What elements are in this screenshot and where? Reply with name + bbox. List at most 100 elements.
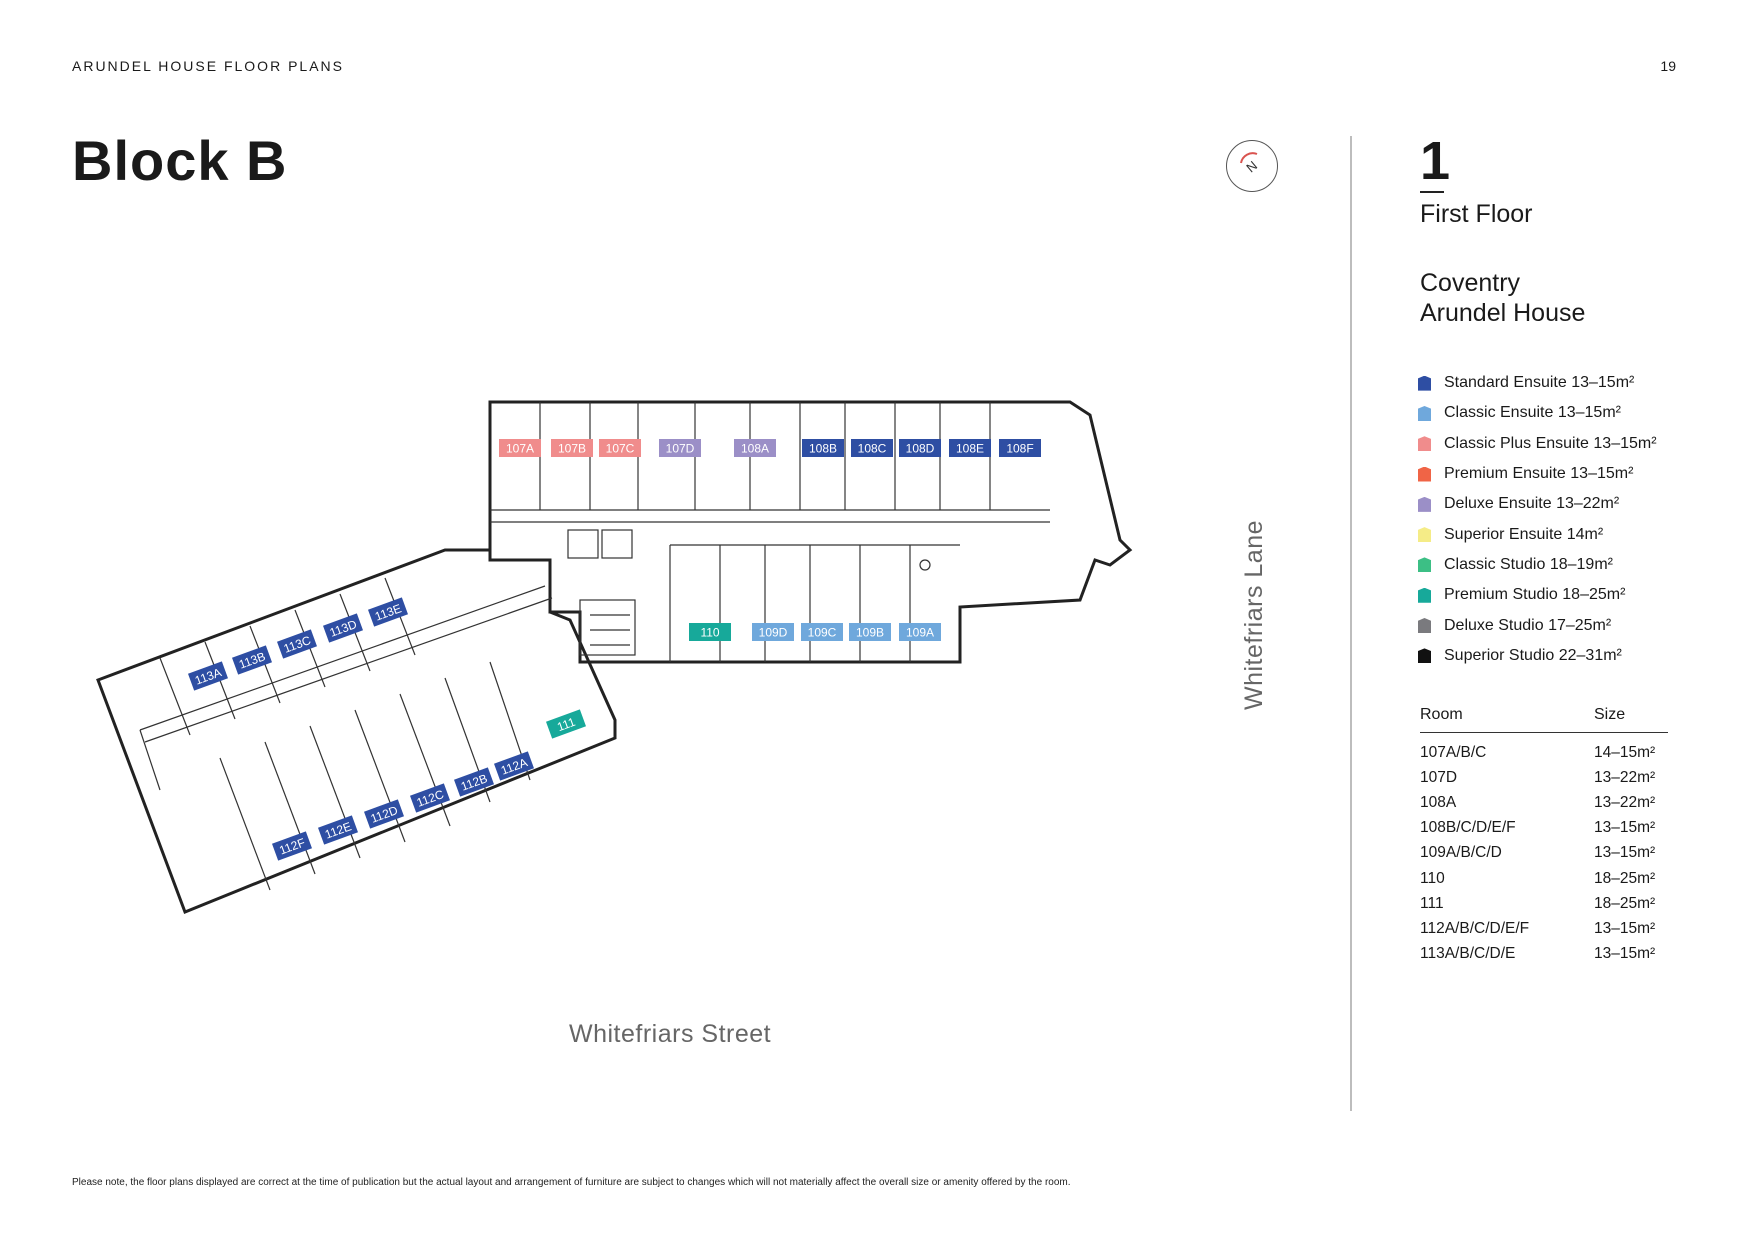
room-label-background — [899, 623, 941, 641]
table-cell-room: 107A/B/C — [1420, 743, 1487, 761]
compass-label: N — [1243, 158, 1260, 176]
table-cell-size: 13–15m² — [1594, 945, 1656, 963]
plan-outline-wing — [96, 548, 617, 914]
room-label: 107D — [659, 439, 701, 457]
room-label-background — [277, 629, 317, 659]
block-title: Block B — [72, 129, 288, 192]
room-label-background — [232, 645, 272, 675]
room-label-text: 108D — [906, 442, 935, 456]
legend-swatch-icon — [1418, 436, 1431, 452]
room-label: 113E — [368, 597, 408, 627]
room-label-background — [499, 439, 541, 457]
room-label-background — [802, 439, 844, 457]
table-cell-size: 18–25m² — [1594, 894, 1656, 912]
room-label-background — [551, 439, 593, 457]
room-label-text: 109B — [856, 626, 884, 640]
room-label: 108A — [734, 439, 776, 457]
column-header-room: Room — [1420, 706, 1463, 723]
room-label: 109D — [752, 623, 794, 641]
legend-item: Deluxe Ensuite 13–22m² — [1418, 489, 1657, 519]
room-label: 107B — [551, 439, 593, 457]
room-label: 113C — [277, 629, 317, 659]
legend-swatch-icon — [1418, 648, 1431, 664]
room-label: 109A — [899, 623, 941, 641]
floor-number: 1 — [1420, 131, 1451, 191]
legend-item: Classic Ensuite 13–15m² — [1418, 398, 1657, 428]
legend-swatch-icon — [1418, 618, 1431, 634]
table-row: 112A/B/C/D/E/F 13–15m² — [1420, 916, 1668, 941]
room-label-background — [801, 623, 843, 641]
floor-number-underline — [1420, 191, 1444, 193]
legend-swatch-icon — [1418, 557, 1431, 573]
building-city: Coventry — [1420, 269, 1521, 297]
room-label-background — [410, 783, 450, 813]
document-header-title: ARUNDEL HOUSE FLOOR PLANS — [72, 58, 344, 74]
column-header-size: Size — [1594, 706, 1626, 723]
table-cell-room: 113A/B/C/D/E — [1420, 945, 1516, 963]
legend-item: Premium Studio 18–25m² — [1418, 580, 1657, 610]
room-label: 107C — [599, 439, 641, 457]
legend-label: Deluxe Ensuite 13–22m² — [1444, 495, 1620, 513]
floor-plan: 107A 107B 107C 107D 108A 108B 108C 108D 108E 108F… — [96, 400, 1133, 914]
room-label-background — [599, 439, 641, 457]
table-row: 113A/B/C/D/E 13–15m² — [1420, 942, 1668, 967]
legend-label: Premium Studio 18–25m² — [1444, 586, 1626, 604]
room-label-background — [899, 439, 941, 457]
room-label: 112C — [410, 783, 450, 813]
room-label: 112D — [364, 799, 404, 829]
room-label: 112B — [454, 767, 494, 797]
room-label-background — [689, 623, 731, 641]
table-cell-room: 108B/C/D/E/F — [1420, 819, 1516, 837]
room-label-background — [364, 799, 404, 829]
room-label-text: 108B — [809, 442, 837, 456]
table-cell-size: 13–15m² — [1594, 819, 1656, 837]
room-label-background — [454, 767, 494, 797]
room-label: 112F — [272, 831, 312, 861]
room-label: 108F — [999, 439, 1041, 457]
room-label: 113B — [232, 645, 272, 675]
room-label: 110 — [689, 623, 731, 641]
table-cell-room: 111 — [1420, 894, 1444, 912]
legend-item: Superior Ensuite 14m² — [1418, 519, 1657, 549]
room-label: 109C — [801, 623, 843, 641]
legend-swatch-icon — [1418, 405, 1431, 421]
room-label-text: 107A — [506, 442, 534, 456]
room-label: 108C — [851, 439, 893, 457]
room-label-background — [851, 439, 893, 457]
room-label: 112A — [494, 751, 534, 781]
table-cell-size: 13–22m² — [1594, 768, 1656, 786]
room-label-text: 109A — [906, 626, 934, 640]
building-title: Arundel House — [1420, 299, 1586, 327]
table-cell-size: 13–15m² — [1594, 844, 1656, 862]
street-label-whitefriars-lane: Whitefriars Lane — [1240, 519, 1268, 710]
legend-item: Classic Studio 18–19m² — [1418, 550, 1657, 580]
table-cell-size: 13–15m² — [1594, 919, 1656, 937]
table-row: 108B/C/D/E/F 13–15m² — [1420, 816, 1668, 841]
street-label-whitefriars-street: Whitefriars Street — [569, 1020, 772, 1048]
room-label-text: 108E — [956, 442, 984, 456]
room-label-text: 108C — [858, 442, 887, 456]
footnote: Please note, the floor plans displayed a… — [72, 1177, 1071, 1188]
legend-label: Standard Ensuite 13–15m² — [1444, 374, 1635, 392]
room-label-background — [659, 439, 701, 457]
legend-item: Classic Plus Ensuite 13–15m² — [1418, 429, 1657, 459]
room-label-text: 111 — [555, 715, 577, 735]
room-label-background — [752, 623, 794, 641]
room-type-legend: Standard Ensuite 13–15m² Classic Ensuite … — [1418, 368, 1657, 671]
room-label-background — [849, 623, 891, 641]
table-cell-room: 107D — [1420, 768, 1458, 786]
room-label-background — [272, 831, 312, 861]
room-label-text: 107B — [558, 442, 586, 456]
table-row: 107D 13–22m² — [1420, 765, 1668, 790]
table-cell-room: 112A/B/C/D/E/F — [1420, 919, 1530, 937]
room-label-background — [494, 751, 534, 781]
room-label-text: 107D — [666, 442, 695, 456]
legend-label: Classic Plus Ensuite 13–15m² — [1444, 434, 1657, 452]
table-cell-room: 108A — [1420, 793, 1457, 811]
